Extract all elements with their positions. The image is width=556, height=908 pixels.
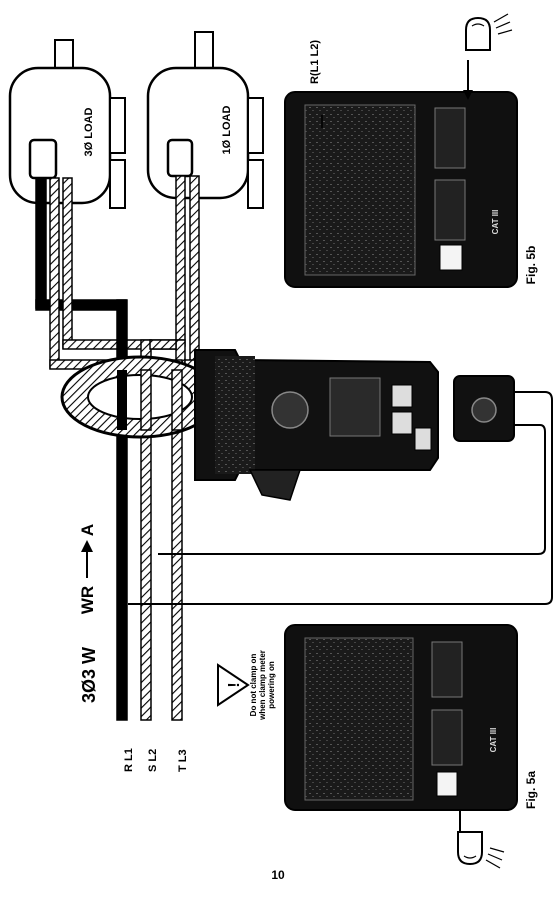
system-label: 3Ø3 W: [79, 647, 99, 703]
thumb-icon: [465, 13, 513, 51]
clamp-meter: [60, 349, 515, 501]
load-1phase-label: 1Ø LOAD: [221, 106, 233, 155]
fig-5a-meter-closeup: CAT III Fig. 5a: [284, 624, 538, 835]
line-label-r: R L1: [123, 748, 135, 772]
load-1phase-motor: 1Ø LOAD: [146, 31, 264, 209]
button: [434, 107, 466, 169]
display-panel: [304, 637, 414, 801]
fig-5b-reading-label: R(L1 L2): [309, 40, 321, 84]
button: [431, 641, 463, 698]
line-label-s: S L2: [147, 749, 159, 772]
fig-5b-meter-closeup: CAT III R(L1 L2) Fig. 5b: [284, 40, 538, 288]
warning-line-3: powering on: [267, 661, 276, 709]
test-leads: [128, 391, 553, 605]
main-lines: [116, 299, 183, 721]
fig-5a-cat-label: CAT III: [489, 728, 498, 753]
line-label-t: T L3: [177, 749, 189, 772]
svg-text:!: !: [226, 682, 243, 687]
terminal-box: [166, 138, 194, 178]
terminal-box: [28, 138, 58, 180]
line-t-l3: [171, 359, 183, 721]
fig-5a-caption: Fig. 5a: [524, 771, 538, 809]
load-3phase-label: 3Ø LOAD: [83, 108, 95, 157]
rotary-dial: [271, 391, 309, 429]
wr-label: WR: [78, 586, 97, 614]
warning-line-1: Do not clamp on: [249, 654, 258, 717]
arrow-right-icon: [81, 540, 93, 578]
fig-5b-cat-label: CAT III: [491, 210, 500, 235]
line-s-l2: [140, 339, 152, 721]
line-r-l1: [116, 299, 128, 721]
switch: [436, 771, 458, 797]
load-3phase-motor: 3Ø LOAD: [8, 39, 126, 209]
fig-5b-caption: Fig. 5b: [524, 246, 538, 285]
motor-shaft: [194, 31, 214, 71]
trigger: [248, 469, 302, 501]
warning-line-2: when clamp meter: [258, 650, 267, 721]
thumb-icon: [457, 831, 505, 869]
arrow-target-label: A: [78, 524, 97, 536]
switch: [439, 244, 463, 271]
meter-jack: [391, 384, 413, 408]
page-number: 10: [271, 868, 285, 882]
meter-display: [329, 377, 381, 437]
warning-triangle-icon: !: [217, 663, 250, 707]
motor-body: [8, 66, 112, 205]
display-panel: [304, 104, 416, 276]
motor-shaft: [54, 39, 74, 71]
